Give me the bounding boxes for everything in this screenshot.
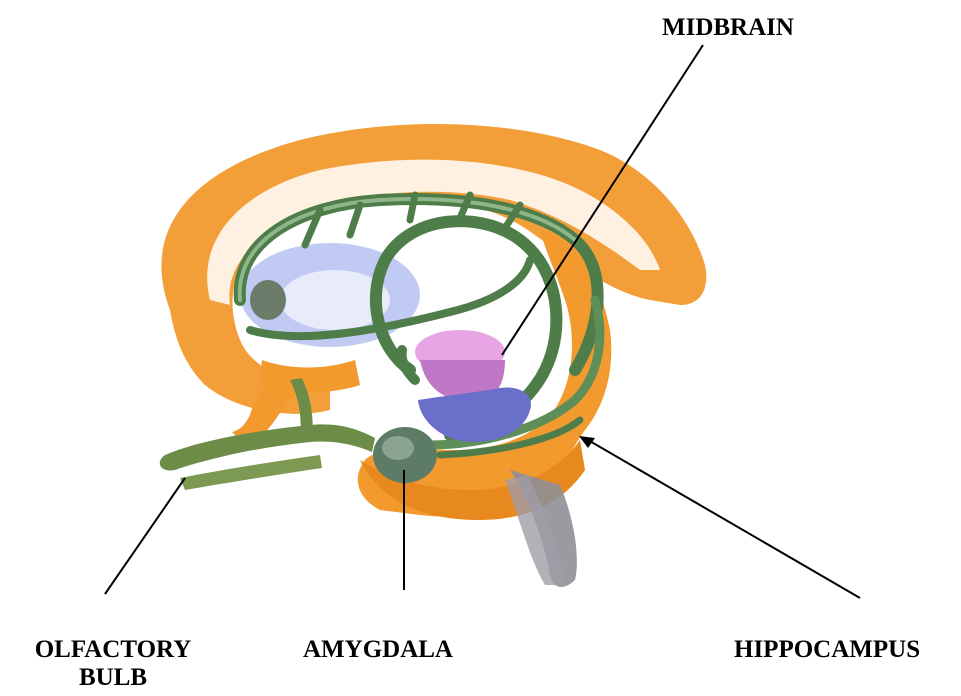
septal-nucleus — [250, 280, 286, 320]
olfactory-label-line1: OLFACTORY — [8, 636, 218, 664]
amygdala-label: AMYGDALA — [303, 636, 453, 664]
olfactory-bulb-label: OLFACTORY BULB — [8, 636, 218, 692]
amygdala-highlight — [382, 436, 414, 460]
olfactory-label-line2: BULB — [8, 664, 218, 692]
midbrain-label: MIDBRAIN — [662, 14, 794, 42]
hippocampus-label: HIPPOCAMPUS — [734, 636, 920, 664]
hippocampus-leader — [588, 440, 860, 598]
olfactory-leader — [105, 478, 185, 594]
